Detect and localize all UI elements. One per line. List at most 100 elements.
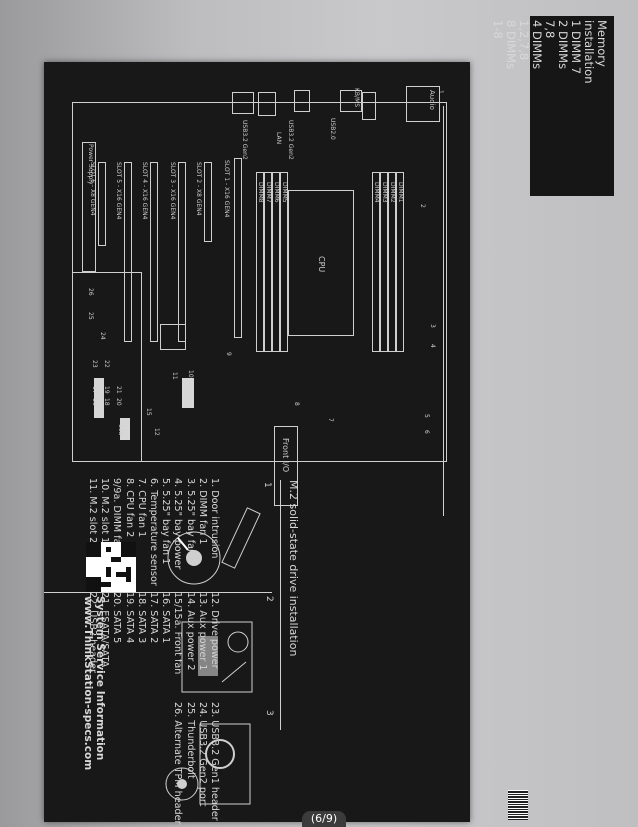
service-url[interactable]: www.ThinkStation-specs.com — [81, 596, 94, 771]
service-label-panel: Audio KB/MS USB2.0 USB3.2 Gen2 LAN USB3.… — [44, 62, 470, 824]
board-border-lower — [72, 272, 142, 462]
power-supply-connector — [82, 142, 96, 272]
callout: 22 — [103, 360, 110, 368]
dimm3-label: DIMM3 — [381, 182, 388, 203]
cpu-socket — [288, 190, 354, 336]
dimm-slot — [264, 172, 272, 352]
qr-code-icon — [86, 542, 136, 592]
m2-title: M.2 solid-state drive installation — [287, 480, 300, 657]
callout: 19 — [103, 386, 110, 394]
callout: 25 — [87, 312, 94, 320]
audio-label: Audio — [428, 90, 436, 110]
slot5-label: SLOT 5 - X16 GEN4 — [115, 162, 122, 220]
m2-step-3-illustration — [165, 723, 251, 805]
sata-connectors — [120, 418, 130, 440]
dimm8-label: DIMM8 — [257, 182, 264, 203]
usb32gen2-label-a: USB3.2 Gen2 — [287, 120, 294, 160]
service-title: System Service Information — [94, 596, 106, 761]
callout: 24 — [99, 332, 106, 340]
dimm6-label: DIMM6 — [273, 182, 280, 203]
callout: 2 — [419, 204, 426, 208]
callout: 1 — [437, 90, 444, 94]
slot1-label: SLOT 1 - X16 GEN4 — [223, 160, 230, 218]
legend-item: 18. SATA 3 — [135, 592, 147, 644]
slot3-label: SLOT 3 - X16 GEN4 — [169, 162, 176, 220]
dimm-slot — [388, 172, 396, 352]
callout: 3 — [429, 324, 436, 328]
memory-line: 2 DIMMs 7,8 — [543, 20, 570, 70]
usb2-port — [340, 90, 362, 112]
slot6-label: SLOT 6 - X8 GEN4 — [89, 162, 96, 216]
dimm-slot — [380, 172, 388, 352]
m2-rule — [280, 480, 281, 730]
callout: 20 — [115, 398, 122, 406]
callout: 18 — [103, 398, 110, 406]
m2-step-1-illustration — [167, 507, 261, 585]
dimm-slot — [256, 172, 264, 352]
pcie-slot — [178, 162, 186, 342]
front-io-box — [274, 426, 298, 506]
m2-step-2-illustration — [181, 621, 253, 693]
callout: 12 — [153, 428, 160, 436]
callout: 8 — [293, 402, 300, 406]
usb2-label: USB2.0 — [329, 118, 336, 140]
callout: 6 — [423, 430, 430, 434]
callout: 16 — [91, 398, 98, 406]
callout: 23 — [91, 360, 98, 368]
dimm-slot — [280, 172, 288, 352]
slot4-label: SLOT 4 - X16 GEN4 — [141, 162, 148, 220]
callout: 5 — [423, 414, 430, 418]
dimm7-label: DIMM7 — [265, 182, 272, 203]
audio-port — [406, 86, 440, 122]
dimm-slot — [272, 172, 280, 352]
chipset — [160, 324, 186, 350]
dimm1-label: DIMM1 — [397, 182, 404, 203]
callout: 15 — [145, 408, 152, 416]
kbms-port — [362, 92, 376, 120]
image-counter: (6/9) — [302, 811, 346, 827]
callout: 11 — [171, 372, 178, 380]
callout: 9 — [225, 352, 232, 356]
callout: 15a — [117, 424, 124, 436]
service-info: System Service Information www.ThinkStat… — [82, 596, 106, 770]
dimm4-label: DIMM4 — [373, 182, 380, 203]
memory-title: Memory installation — [582, 20, 609, 84]
qr-code[interactable] — [86, 542, 136, 592]
dimm-slot — [396, 172, 404, 352]
callout: 7 — [327, 418, 334, 422]
memory-installation-text: Memory installation 1 DIMM 7 2 DIMMs 7,8… — [491, 20, 609, 84]
pcie-slot — [98, 162, 106, 246]
sata-connectors — [94, 378, 104, 418]
m2-step-1: 1 — [262, 482, 272, 488]
usb32-port — [294, 90, 310, 112]
usb32gen2-port — [232, 92, 254, 114]
memory-line: 1 DIMM 7 — [569, 20, 583, 75]
memory-installation-box: Memory installation 1 DIMM 7 2 DIMMs 7,8… — [491, 16, 614, 196]
m2-divider — [44, 592, 272, 593]
dimm2-label: DIMM2 — [389, 182, 396, 203]
pcie-slot — [234, 158, 242, 338]
m2-step-2: 2 — [264, 596, 274, 602]
lan-port — [258, 92, 276, 116]
callout: 17 — [91, 386, 98, 394]
board-border — [72, 102, 447, 462]
callout: 21 — [115, 386, 122, 394]
usb32gen2-label-b: USB3.2 Gen2 — [241, 120, 248, 160]
legend-item: 7. CPU fan 1 — [135, 478, 147, 538]
lan-label: LAN — [275, 132, 282, 145]
front-io-label: Front I/O — [281, 438, 290, 473]
dimm-slot — [372, 172, 380, 352]
cpu-label: CPU — [317, 256, 326, 273]
callout: 10 — [187, 370, 194, 378]
legend-item: 6. Temperature sensor — [147, 478, 159, 586]
callout: 26 — [87, 288, 94, 296]
slot2-label: SLOT 2 - X8 GEN4 — [195, 162, 202, 216]
legend-item: 20. SATA 5 — [111, 592, 123, 644]
m2-slot — [182, 378, 194, 408]
memory-line: 8 DIMMs 1-8 — [491, 20, 518, 70]
callout: 4 — [429, 344, 436, 348]
pcie-slot — [124, 162, 132, 342]
pcie-slot — [150, 162, 158, 342]
pcie-slot — [204, 162, 212, 242]
